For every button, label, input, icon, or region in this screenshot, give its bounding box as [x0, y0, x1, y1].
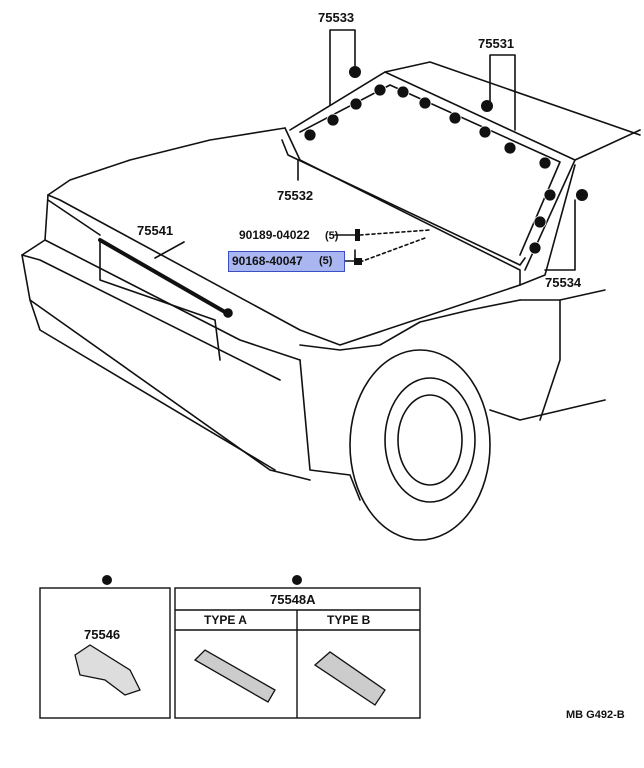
cowl-panel: [281, 139, 526, 266]
part-75531: 75531: [478, 36, 514, 51]
part-75546: 75546: [84, 627, 120, 642]
highlighted-part-box[interactable]: [228, 251, 345, 272]
filled-circle-icon: [576, 189, 588, 201]
front-wheel: [349, 349, 491, 541]
hood-front-edge: [47, 127, 286, 196]
clip-type-b: [313, 651, 386, 706]
leader-75534: [544, 199, 576, 271]
leader-75541: [154, 241, 185, 259]
type-b-label: TYPE B: [327, 613, 371, 627]
qty-90168: (5): [319, 255, 333, 267]
leader-75533: [329, 29, 356, 106]
hood-lower-edge: [47, 194, 521, 346]
clip-markers: [303, 66, 588, 255]
box-75546: [39, 587, 171, 719]
part-75534: 75534: [545, 275, 582, 290]
type-a-label: TYPE A: [204, 613, 247, 627]
qty-90189: (5): [325, 230, 339, 242]
front-bumper: [21, 194, 311, 481]
filled-circle-icon: [102, 575, 112, 585]
filled-circle-icon: [349, 66, 361, 78]
part-75533: 75533: [318, 10, 354, 25]
part-90168[interactable]: 90168-40047: [232, 254, 303, 268]
leader-75531: [489, 54, 516, 131]
bracket-75546: [74, 644, 141, 696]
drawing-code: MB G492-B: [566, 709, 625, 721]
triangle-in-circle-icon: [292, 575, 302, 585]
part-75548a: 75548A: [270, 592, 316, 607]
windshield: [289, 71, 576, 271]
headlight: [99, 239, 221, 361]
moulding-strip: [98, 238, 227, 314]
part-90189: 90189-04022: [239, 228, 310, 242]
fender: [299, 299, 521, 351]
part-75532: 75532: [277, 188, 313, 203]
filled-circle-icon: [481, 100, 493, 112]
fastener-icons: [354, 229, 362, 265]
clip-type-a: [193, 649, 276, 703]
part-75541: 75541: [137, 223, 173, 238]
